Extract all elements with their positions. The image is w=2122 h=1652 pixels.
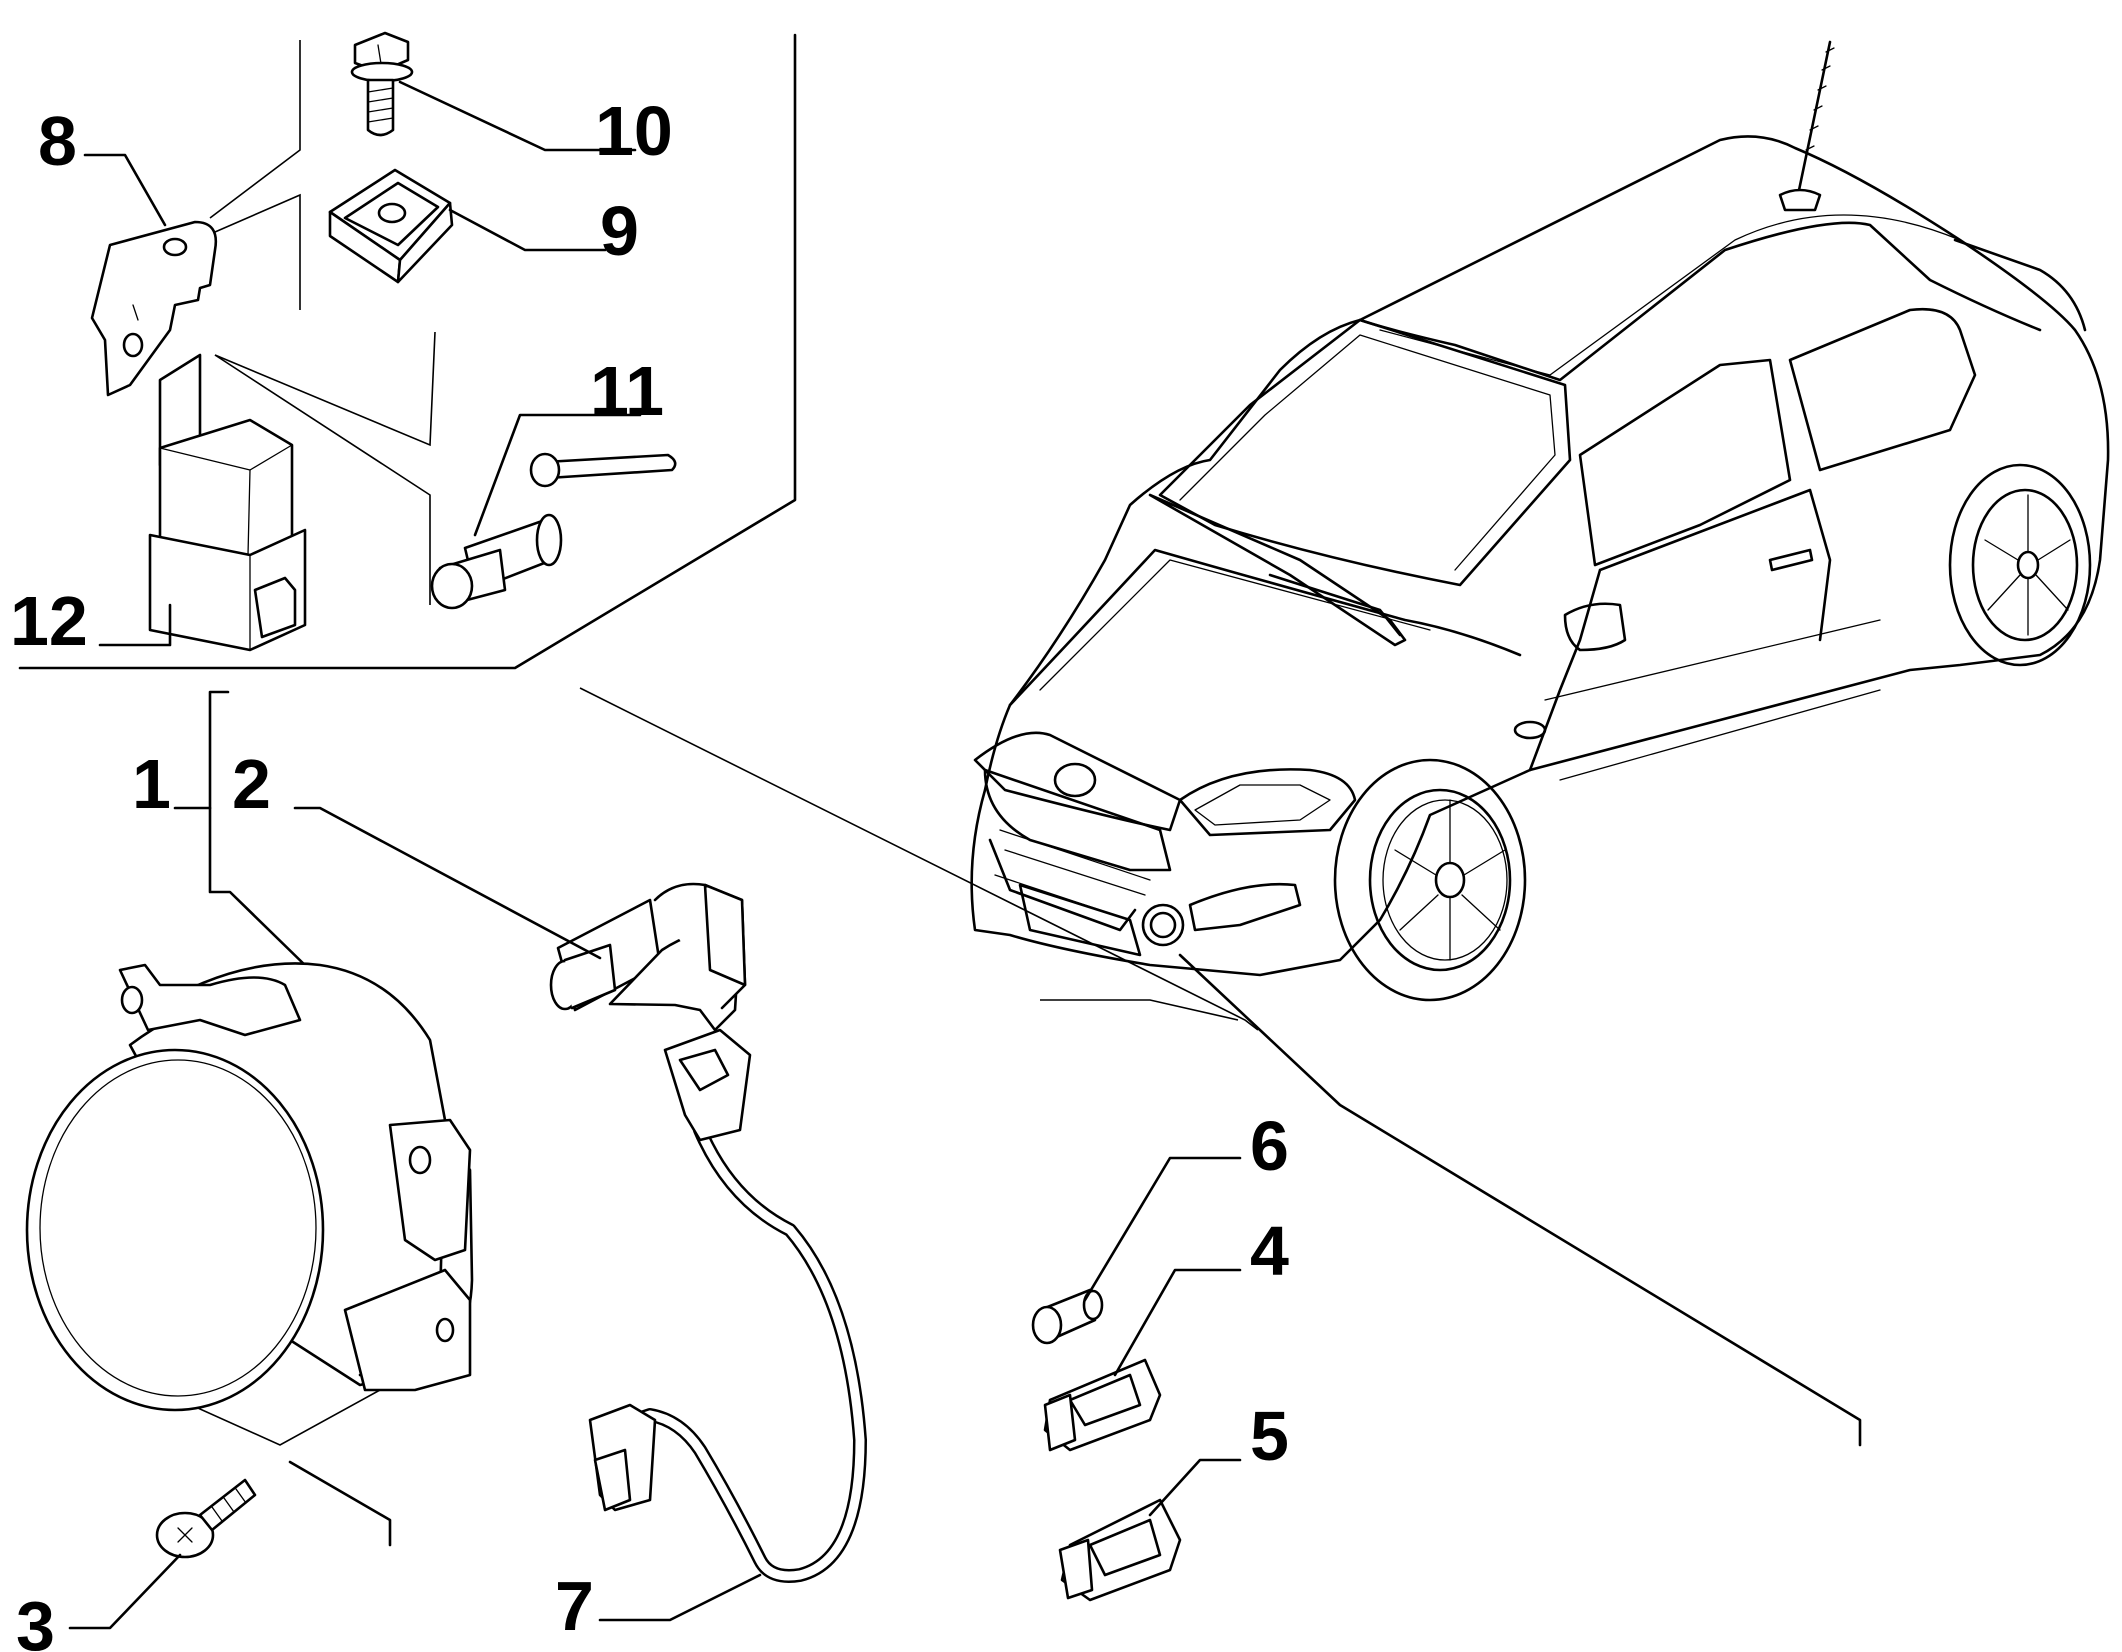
connector-a: [1043, 1358, 1162, 1452]
label-part-6: 6: [1250, 1107, 1289, 1185]
label-part-9: 9: [600, 192, 639, 270]
bulb: [549, 882, 747, 1032]
part-number-labels: 1 2 3 4 5 6 7 8 9 10 11 12: [10, 92, 1289, 1652]
leader-lines: [68, 80, 1242, 1630]
label-part-5: 5: [1250, 1397, 1289, 1475]
relay: [148, 353, 307, 652]
flange-bolt: [350, 31, 414, 137]
blind-rivet: [430, 452, 677, 610]
label-part-11: 11: [590, 352, 664, 430]
small-plug: [1031, 1288, 1104, 1345]
mounting-bracket: [90, 220, 218, 397]
label-part-7: 7: [555, 1567, 594, 1645]
cage-nut: [328, 168, 454, 284]
car-illustration: [970, 40, 2110, 1002]
screw: [155, 1478, 257, 1559]
connector-b: [1058, 1498, 1182, 1602]
label-part-4: 4: [1250, 1212, 1289, 1290]
wiring-harness: [588, 1028, 867, 1583]
fog-lamp: [25, 962, 474, 1412]
label-part-1: 1: [132, 745, 171, 823]
label-part-10: 10: [595, 92, 673, 170]
inset-frame: [18, 33, 797, 670]
label-part-8: 8: [38, 102, 77, 180]
label-part-12: 12: [10, 582, 88, 660]
label-part-2: 2: [232, 745, 271, 823]
label-part-3: 3: [16, 1587, 55, 1652]
